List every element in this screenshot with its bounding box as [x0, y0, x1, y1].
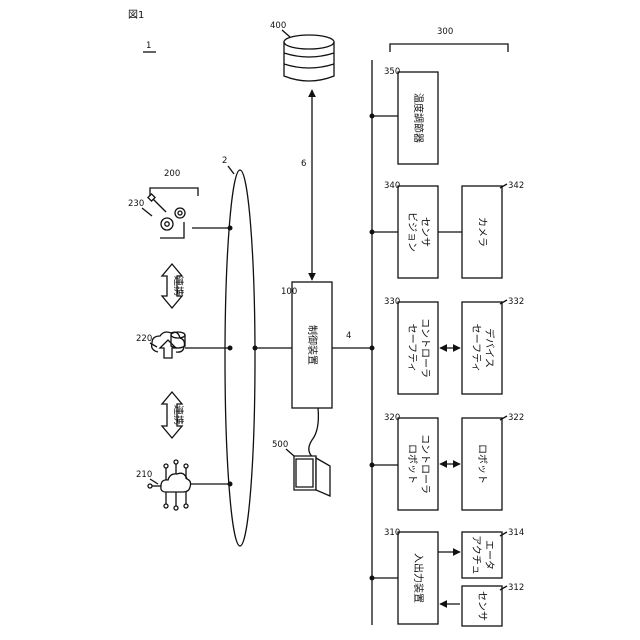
safety-controller-label-line1: セーフティ — [406, 324, 418, 373]
bus-4-ref: 4 — [346, 331, 351, 341]
safety-device-box — [462, 302, 502, 394]
cloud-hub-icon — [148, 460, 191, 510]
vision-sensor-ref: 340 — [384, 181, 400, 191]
temp-controller-label: 温度調節器 — [412, 93, 425, 143]
actuator-label-line2: エータ — [483, 540, 495, 570]
cloud-hub-ref: 210 — [136, 470, 152, 480]
storage-device-icon — [152, 332, 185, 358]
storage-device-ref: 220 — [136, 334, 152, 344]
controller-label: 制御装置 — [306, 325, 319, 365]
camera-label: カメラ — [476, 217, 488, 247]
safety-controller-box — [398, 302, 438, 394]
node-robot-ctrl — [370, 463, 375, 468]
robot-controller-label-line2: コントローラ — [419, 434, 431, 494]
safety-device-ref: 332 — [508, 297, 524, 307]
io-device-ref: 310 — [384, 528, 400, 538]
node-hub — [228, 482, 233, 487]
actuator-ref: 314 — [508, 528, 524, 538]
group-200-ref: 200 — [164, 169, 180, 179]
camera-ref: 342 — [508, 181, 524, 191]
actuator-box — [462, 532, 502, 578]
vision-sensor-label-line2: センサ — [419, 217, 431, 247]
safety-device-label-line2: デバイス — [483, 328, 496, 368]
cloud-hub-leader — [150, 479, 158, 484]
vision-sensor-box — [398, 186, 438, 278]
gear-device-icon — [148, 194, 185, 238]
robot-controller-label-line1: ロボット — [406, 444, 418, 484]
system-ref: 1 — [146, 41, 151, 51]
link-label-a: 連携 — [172, 276, 185, 296]
gear-device-ref: 230 — [128, 199, 144, 209]
sensor-ref: 312 — [508, 583, 524, 593]
robot-controller-box — [398, 418, 438, 510]
robot-label: ロボット — [476, 444, 488, 484]
node-temp — [370, 114, 375, 119]
robot-ref: 322 — [508, 413, 524, 423]
bracket-200 — [150, 188, 198, 196]
io-device-label: 入出力装置 — [412, 553, 425, 603]
safety-device-label-line1: セーフティ — [470, 324, 482, 373]
laptop-icon — [294, 456, 330, 496]
sensor-label: センサ — [476, 591, 488, 621]
gear-device-leader — [142, 208, 152, 216]
link-6-ref: 6 — [301, 159, 306, 169]
database-icon — [284, 35, 334, 81]
network-2-leader — [228, 166, 234, 174]
database-leader — [282, 30, 290, 37]
database-ref: 400 — [270, 21, 286, 31]
node-controller-network — [253, 346, 258, 351]
safety-controller-label-line2: コントローラ — [419, 318, 431, 378]
bracket-300 — [390, 44, 508, 52]
vision-sensor-label-line1: ビジョン — [406, 212, 418, 252]
node-vision — [370, 230, 375, 235]
node-storage — [228, 346, 233, 351]
controller-ref: 100 — [281, 287, 297, 297]
laptop-leader — [286, 449, 294, 456]
robot-controller-ref: 320 — [384, 413, 400, 423]
actuator-label-line1: アクチュ — [470, 535, 482, 575]
temp-controller-ref: 350 — [384, 67, 400, 77]
group-300-ref: 300 — [437, 27, 453, 37]
link-label-b: 連携 — [172, 405, 185, 425]
node-io — [370, 576, 375, 581]
laptop-cable — [309, 408, 319, 460]
figure-label: 図1 — [128, 9, 144, 21]
node-bus-controller — [370, 346, 375, 351]
network-2-ref: 2 — [222, 156, 227, 166]
laptop-ref: 500 — [272, 440, 288, 450]
safety-controller-ref: 330 — [384, 297, 400, 307]
node-gear — [228, 226, 233, 231]
